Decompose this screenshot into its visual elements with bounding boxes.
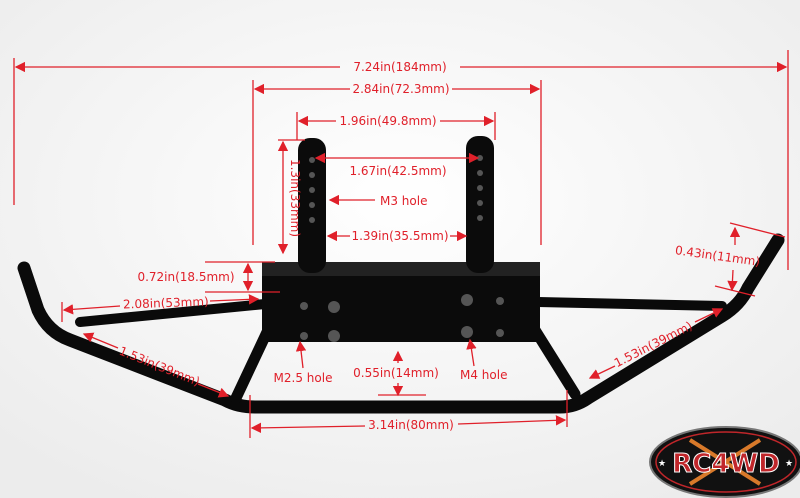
bumper-product: [17, 136, 785, 414]
post-outer-width-label: 1.96in(49.8mm): [339, 114, 436, 128]
front-bar-length-label: 3.14in(80mm): [368, 418, 454, 432]
overall-width-label: 7.24in(184mm): [353, 60, 446, 74]
post-inner-width-label: 1.39in(35.5mm): [351, 229, 448, 243]
star-icon: ★: [658, 459, 666, 469]
side-bar-length-label: 2.08in(53mm): [123, 295, 209, 312]
star-icon: ★: [785, 459, 793, 469]
post-center-width-label: 1.67in(42.5mm): [349, 164, 446, 178]
plate-height-label: 0.72in(18.5mm): [137, 270, 234, 284]
brand-logo: ★ ★ RC4WD: [649, 426, 800, 498]
m25-hole-label: M2.5 hole: [274, 371, 333, 385]
mount-width-label: 2.84in(72.3mm): [352, 82, 449, 96]
m3-hole-label: M3 hole: [380, 194, 427, 208]
dimension-lines: [13, 50, 789, 438]
m4-hole-label: M4 hole: [460, 368, 507, 382]
lower-gap-label: 0.55in(14mm): [353, 366, 439, 380]
logo-text: RC4WD: [672, 449, 779, 479]
post-height-label: 1.3in(33mm): [288, 159, 302, 237]
